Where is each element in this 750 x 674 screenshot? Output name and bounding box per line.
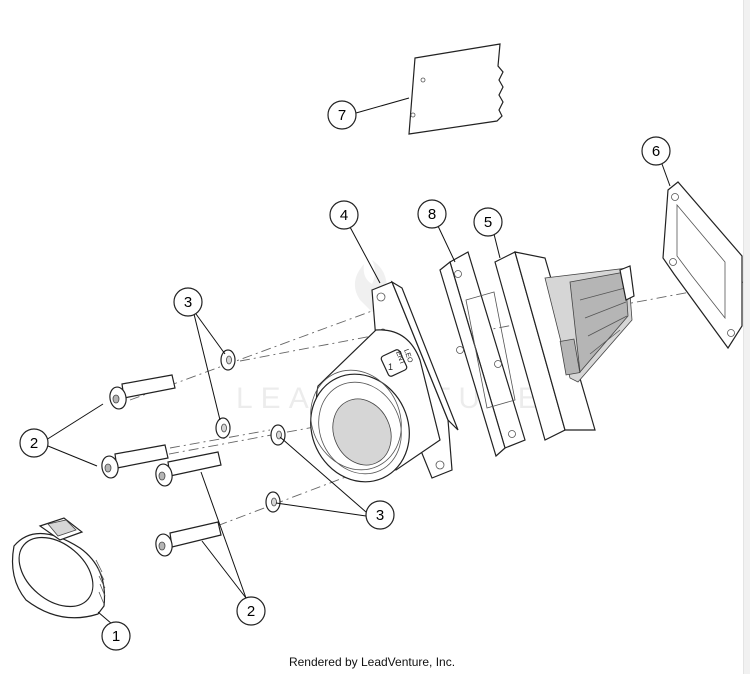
svg-text:5: 5	[484, 214, 492, 231]
callout-6: 6	[641, 136, 671, 166]
svg-text:6: 6	[652, 143, 660, 160]
washer	[270, 424, 286, 446]
part-4-intake-manifold: LEO ENT 1	[310, 280, 459, 483]
callout-7: 7	[327, 100, 357, 130]
render-credit: Rendered by LeadVenture, Inc.	[288, 655, 456, 669]
svg-text:7: 7	[338, 107, 346, 124]
part-3-washers	[215, 349, 286, 513]
svg-text:4: 4	[340, 207, 348, 224]
callout-5: 5	[473, 207, 503, 237]
part-7-reed-petal	[408, 43, 504, 135]
part-5-reed-cage	[494, 251, 635, 441]
part-2-bolts	[101, 374, 222, 557]
svg-text:3: 3	[184, 294, 192, 311]
callout-1: 1	[101, 621, 131, 651]
callout-3-lower: 3	[365, 500, 395, 530]
svg-text:8: 8	[428, 206, 436, 223]
bolt	[101, 444, 169, 479]
marking-ent: ENT	[394, 350, 406, 366]
svg-text:2: 2	[30, 435, 38, 452]
washer	[265, 491, 281, 513]
bolt	[155, 451, 222, 487]
callout-2-bottom: 2	[236, 596, 266, 626]
callouts: 7 6 4 8 5 3 2 3	[19, 100, 671, 651]
leader-lines	[45, 97, 671, 625]
part-1-hose-clamp	[11, 517, 106, 619]
svg-text:1: 1	[112, 628, 120, 645]
washer	[220, 349, 236, 371]
washer	[215, 417, 231, 439]
bolt	[109, 374, 176, 410]
callout-4: 4	[329, 200, 359, 230]
part-8-gasket	[439, 251, 526, 458]
callout-2-left: 2	[19, 428, 49, 458]
svg-text:3: 3	[376, 507, 384, 524]
marking-leo: LEO	[402, 348, 414, 364]
right-edge-rail	[743, 0, 750, 674]
marking-number: 1	[388, 362, 393, 372]
bolt	[155, 521, 222, 557]
part-6-gasket	[662, 181, 743, 350]
svg-text:2: 2	[247, 603, 255, 620]
callout-3-upper: 3	[173, 287, 203, 317]
callout-8: 8	[417, 199, 447, 229]
